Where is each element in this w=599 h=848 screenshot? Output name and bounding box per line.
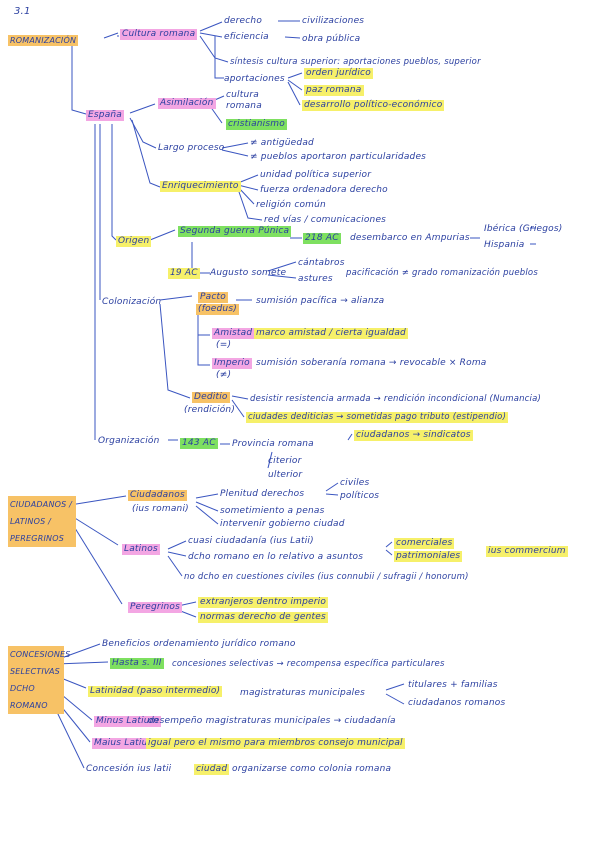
node-cultura-romana: cultura romana [226, 90, 262, 111]
node-fuerza: fuerza ordenadora derecho [260, 185, 388, 195]
node-magistraturas: magistraturas municipales [240, 688, 366, 698]
node-maius: Maius Latium [92, 738, 159, 749]
node-concesion: Concesión ius latii [86, 764, 172, 774]
title-grupos: CIUDADANOS / LATINOS / PEREGRINOS [8, 496, 76, 547]
node-ciudad: ciudad [194, 764, 230, 775]
node-dcho: dcho romano en lo relativo a asuntos [188, 552, 364, 562]
node-intervenir: intervenir gobierno ciudad [220, 519, 345, 529]
node-eq: (=) [216, 340, 232, 350]
node-foedus: (foedus) [196, 304, 239, 315]
node-plenitud: Plenitud derechos [220, 489, 305, 499]
node-cristianismo: cristianismo [226, 119, 287, 130]
node-civilizaciones: civilizaciones [302, 16, 365, 26]
node-ciudadanos: Ciudadanos [128, 490, 187, 501]
node-imperio-text: sumisión soberanía romana → revocable × … [256, 358, 487, 368]
node-latinos: Latinos [122, 544, 160, 555]
node-amistad: Amistad [212, 328, 255, 339]
node-enriquecimiento: Enriquecimiento [160, 181, 241, 192]
node-religion: religión común [256, 200, 326, 210]
node-desarrollo: desarrollo político-económico [302, 100, 445, 111]
node-augusto: Augusto somete [210, 268, 287, 278]
node-aportaciones: aportaciones [224, 74, 285, 84]
date-143: 143 AC [180, 438, 218, 449]
node-antiguedad: ≠ antigüedad [250, 138, 314, 148]
node-unidad: unidad política superior [260, 170, 372, 180]
node-civiles: civiles [340, 478, 370, 488]
node-titulares: titulares + familias [408, 680, 498, 690]
node-cultura: Cultura romana [120, 29, 198, 40]
node-provincia: Provincia romana [232, 439, 314, 449]
page-number: 3.1 [14, 6, 31, 17]
node-imperio: Imperio [212, 358, 252, 369]
node-beneficios: Beneficios ordenamiento jurídico romano [102, 639, 296, 649]
node-extranjeros: extranjeros dentro imperio [198, 597, 329, 608]
node-largo-proceso: Largo proceso [158, 143, 225, 153]
node-politicos: políticos [340, 491, 380, 501]
node-organizacion: Organización [98, 436, 160, 446]
node-peregrinos: Peregrinos [128, 602, 183, 613]
node-neq: (≠) [216, 370, 232, 380]
date-218: 218 AC [303, 233, 341, 244]
node-comerciales: comerciales [394, 538, 455, 549]
node-patrimoniales: patrimoniales [394, 551, 463, 562]
node-hasta: Hasta s. III [110, 658, 164, 669]
node-ius-commercium: ius commercium [486, 546, 568, 557]
node-obra: obra pública [302, 34, 361, 44]
node-rendicion: (rendición) [184, 405, 236, 415]
node-segunda-punica: Segunda guerra Púnica [178, 226, 292, 237]
node-concesiones-sel: concesiones selectivas → recompensa espe… [172, 659, 445, 669]
node-hispania: Hispania [484, 240, 525, 250]
node-latinidad: Latinidad (paso intermedio) [88, 686, 223, 697]
node-ius-romani: (ius romani) [132, 504, 189, 514]
node-normas: normas derecho de gentes [198, 612, 328, 623]
node-amistad-text: marco amistad / cierta igualdad [254, 328, 408, 339]
node-cantabros: cántabros [298, 258, 345, 268]
node-sintesis: síntesis cultura superior: aportaciones … [230, 57, 481, 67]
title-romanizacion: ROMANIZACIÓN [8, 35, 79, 46]
node-iberica: Ibérica (Griegos) [484, 224, 563, 234]
node-sometimiento: sometimiento a penas [220, 506, 325, 516]
node-citerior: citerior [268, 456, 302, 466]
node-no-dcho: no dcho en cuestiones civiles (ius connu… [184, 572, 469, 582]
node-minus-text: desempeño magistraturas municipales → ci… [148, 716, 396, 726]
node-organizarse: organizarse como colonia romana [232, 764, 392, 774]
node-red: red vías / comunicaciones [264, 215, 387, 225]
title-concesiones: CONCESIONES SELECTIVAS DCHO ROMANO [8, 646, 70, 714]
node-origen: Origen [116, 236, 152, 247]
node-ciudadanos-sind: ciudadanos → sindicatos [354, 430, 473, 441]
node-derecho: derecho [224, 16, 263, 26]
node-eficiencia: eficiencia [224, 32, 269, 42]
node-pacificacion: pacificación ≠ grado romanización pueblo… [346, 268, 538, 278]
date-19: 19 AC [168, 268, 200, 279]
node-ciudadanos-rom: ciudadanos romanos [408, 698, 506, 708]
node-cuasi: cuasi ciudadanía (ius Latii) [188, 536, 314, 546]
node-paz-romana: paz romana [304, 85, 364, 96]
node-espana: España [86, 110, 125, 121]
node-desembarco: desembarco en Ampurias [350, 233, 470, 243]
node-ciudades: ciudades dediticias → sometidas pago tri… [246, 412, 509, 423]
node-pacto: Pacto [198, 292, 228, 303]
node-colonizacion: Colonización [102, 297, 162, 307]
node-pueblos: ≠ pueblos aportaron particularidades [250, 152, 427, 162]
node-desistir: desistir resistencia armada → rendición … [250, 394, 542, 404]
node-sumision: sumisión pacífica → alianza [256, 296, 385, 306]
node-asimilacion: Asimilación [158, 98, 216, 109]
node-deditio: Deditio [192, 392, 230, 403]
node-minus: Minus Latium [94, 716, 161, 727]
node-maius-text: igual pero el mismo para miembros consej… [146, 738, 405, 749]
node-astures: astures [298, 274, 333, 284]
node-ulterior: ulterior [268, 470, 303, 480]
node-orden-juridico: orden jurídico [304, 68, 373, 79]
